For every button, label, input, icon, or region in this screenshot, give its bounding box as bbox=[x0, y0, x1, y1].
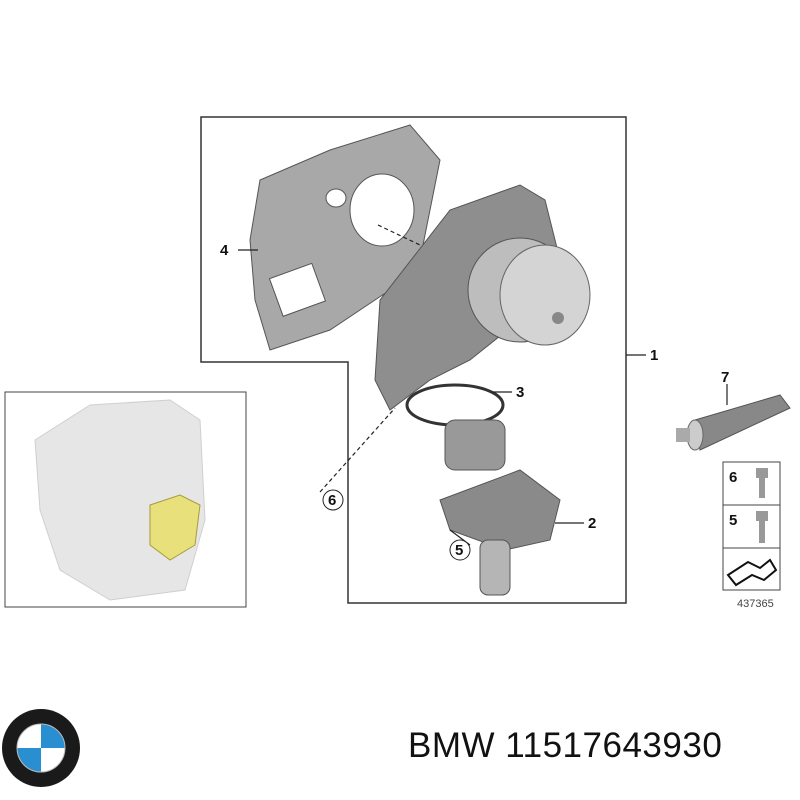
bolt-icon bbox=[756, 511, 768, 543]
callout-6: 6 bbox=[328, 492, 336, 509]
part-number-caption: BMW 11517643930 bbox=[408, 726, 723, 765]
sealant-tube-part bbox=[676, 394, 791, 451]
o-ring-part bbox=[405, 383, 505, 427]
callout-5: 5 bbox=[455, 542, 463, 559]
small-parts-box: 6 5 437365 bbox=[722, 461, 781, 610]
callout-7: 7 bbox=[721, 369, 729, 386]
small-part-6-number: 6 bbox=[729, 469, 737, 486]
diagram-id: 437365 bbox=[737, 598, 774, 610]
small-part-5-number: 5 bbox=[729, 512, 737, 529]
callout-4: 4 bbox=[220, 242, 229, 259]
bmw-logo bbox=[2, 709, 80, 787]
callout-3: 3 bbox=[516, 384, 524, 401]
arrow-icon bbox=[726, 558, 778, 587]
thermostat-part bbox=[439, 419, 561, 596]
callout-2: 2 bbox=[588, 515, 596, 532]
engine-illustration bbox=[34, 399, 206, 601]
bolt-icon bbox=[756, 468, 768, 498]
gasket-part bbox=[249, 124, 441, 351]
leader-lines bbox=[238, 224, 728, 546]
assembly-frame bbox=[200, 116, 627, 604]
water-pump-part bbox=[374, 184, 591, 411]
callout-1: 1 bbox=[650, 347, 658, 364]
